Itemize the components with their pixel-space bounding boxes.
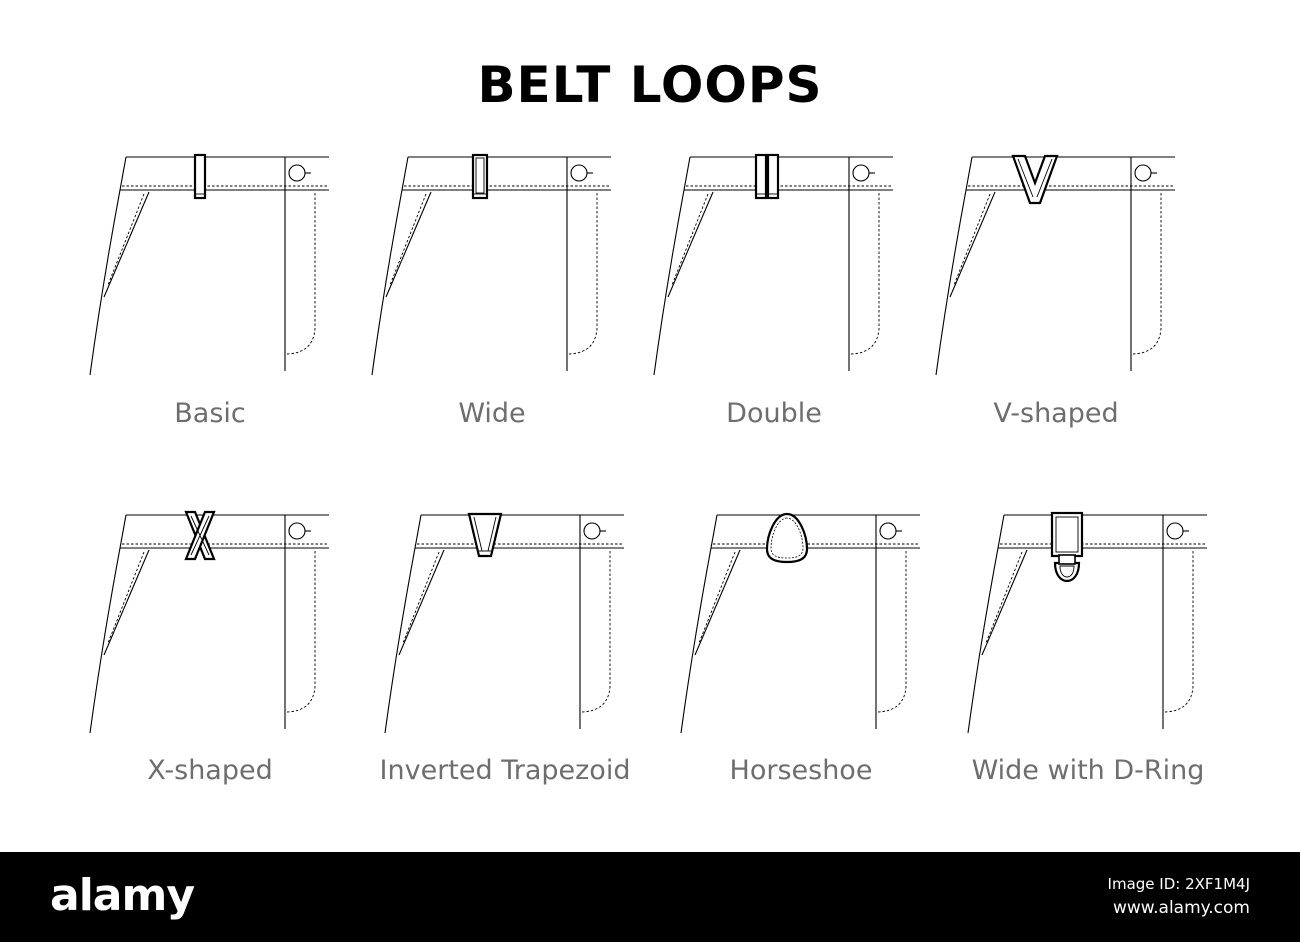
trouser-front-outline xyxy=(89,514,329,734)
caption-double: Double xyxy=(726,398,822,429)
caption-wide: Wide xyxy=(458,398,526,429)
belt-loop-x-shaped xyxy=(184,510,216,561)
sketch-v-shaped xyxy=(935,154,1175,376)
footer-image-info: Image ID: 2XF1M4J www.alamy.com xyxy=(1108,872,1250,920)
caption-horseshoe: Horseshoe xyxy=(729,755,873,786)
caption-x-shaped: X-shaped xyxy=(147,755,273,786)
sketch-horseshoe xyxy=(680,512,920,734)
belt-loop-wide-with-d-ring xyxy=(1050,511,1084,583)
belt-loop-horseshoe xyxy=(765,512,809,564)
trouser-front-outline xyxy=(935,156,1175,376)
sketch-x-shaped xyxy=(89,510,329,734)
belt-loop-inverted-trapezoid xyxy=(467,512,503,558)
trouser-front-outline xyxy=(967,514,1207,734)
sketch-double xyxy=(653,153,893,376)
footer-bar: alamy Image ID: 2XF1M4J www.alamy.com xyxy=(0,852,1300,942)
trouser-front-outline xyxy=(371,156,611,376)
sketch-wide-with-d-ring xyxy=(967,511,1207,734)
page-title: BELT LOOPS xyxy=(477,56,823,114)
caption-v-shaped: V-shaped xyxy=(993,398,1119,429)
trouser-front-outline xyxy=(89,156,329,376)
sketch-wide xyxy=(371,153,611,376)
image-id: Image ID: 2XF1M4J xyxy=(1107,875,1250,893)
footer-url: www.alamy.com xyxy=(1112,898,1250,918)
sketch-basic xyxy=(89,153,329,376)
caption-inverted-trapezoid: Inverted Trapezoid xyxy=(379,755,631,786)
belt-loops-diagram xyxy=(89,153,1207,734)
caption-wide-with-d-ring: Wide with D-Ring xyxy=(971,755,1205,786)
sketch-inverted-trapezoid xyxy=(384,512,624,734)
caption-basic: Basic xyxy=(174,398,246,429)
belt-loop-v-shaped xyxy=(1011,154,1059,205)
belt-loop-basic xyxy=(193,153,207,200)
belt-loop-double xyxy=(754,153,780,200)
trouser-front-outline xyxy=(653,156,893,376)
alamy-logo: alamy xyxy=(50,870,195,921)
trouser-front-outline xyxy=(384,514,624,734)
trouser-front-outline xyxy=(680,514,920,734)
belt-loop-wide xyxy=(471,153,489,200)
